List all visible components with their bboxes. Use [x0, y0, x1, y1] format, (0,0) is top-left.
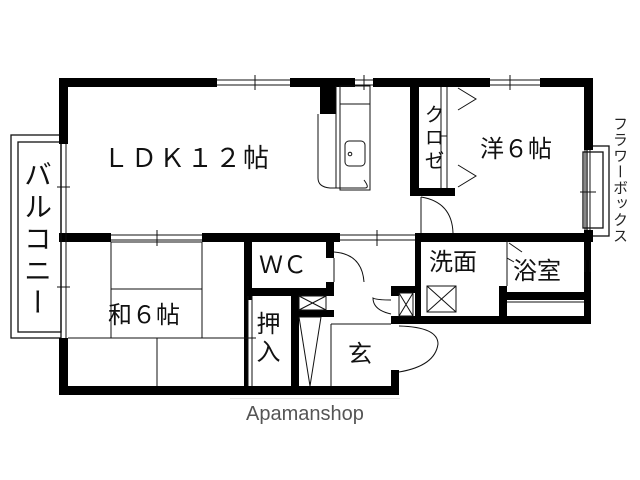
room-label-entrance: 玄: [348, 340, 372, 368]
divider: [230, 398, 400, 399]
room-label-western: 洋６帖: [480, 135, 552, 163]
room-label-balcony: バルコニー: [20, 160, 53, 320]
walls: [59, 78, 593, 395]
flower-box-outline: [586, 145, 610, 237]
room-label-bathroom: 浴室: [513, 257, 561, 285]
room-label-japanese: 和６帖: [108, 301, 180, 329]
room-label-flower-box: フラワーボックス: [611, 116, 629, 244]
room-label-oshiire: 押入: [252, 311, 280, 367]
brand-watermark: Apamanshop: [246, 403, 364, 425]
room-label-closet: クロゼ: [421, 104, 445, 173]
room-label-wc: ＷＣ: [259, 251, 307, 279]
room-label-washroom: 洗面: [429, 248, 477, 276]
room-label-ldk: ＬＤＫ１２帖: [103, 144, 272, 174]
